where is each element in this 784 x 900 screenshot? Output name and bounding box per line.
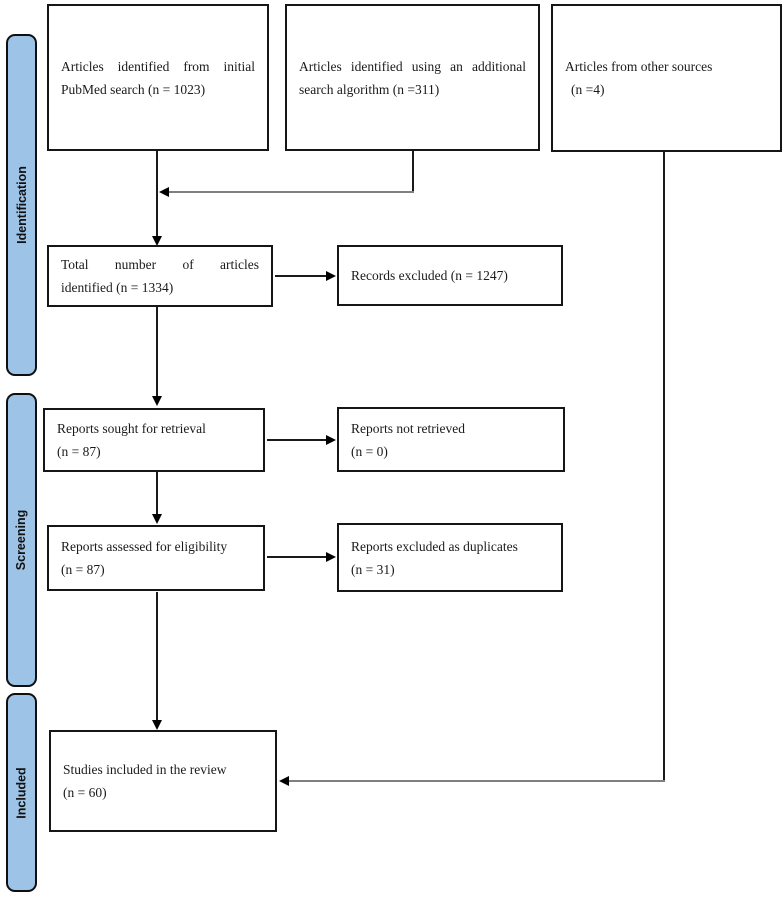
stage-label-included: Included <box>6 693 37 892</box>
box-text-line: PubMed search (n = 1023) <box>61 81 206 97</box>
arrowhead-down-included <box>152 720 162 730</box>
box-text-line: identified (n = 1334) <box>61 280 174 295</box>
box-records-excluded: Records excluded (n = 1247) <box>337 245 563 306</box>
box-text-line: Studies included in the review <box>63 762 227 777</box>
box-text-line: (n = 0) <box>351 443 388 459</box>
stage-label-text: Screening <box>14 509 29 571</box>
stage-label-identification: Identification <box>6 34 37 376</box>
box-additional-algorithm: Articles identified using an additional … <box>285 4 540 151</box>
box-total-identified: Total number of articles identified (n =… <box>47 245 273 307</box>
connector-sought-to-assessed <box>156 472 158 515</box>
box-text-line: (n = 87) <box>61 562 105 577</box>
box-text-line: Total number of articles <box>61 257 259 272</box>
connector-assessed-to-duplicates <box>267 556 327 558</box>
stage-label-screening: Screening <box>6 393 37 687</box>
box-text-line: Articles identified from initial <box>61 58 255 74</box>
arrowhead-left-merge <box>159 187 169 197</box>
arrowhead-down-sought <box>152 396 162 406</box>
box-text-line: (n = 60) <box>63 785 107 800</box>
box-text-line: Reports sought for retrieval <box>57 421 206 436</box>
connector-algorithm-drop <box>412 151 414 193</box>
box-text-line: (n = 87) <box>57 444 101 459</box>
box-text-line: Reports assessed for eligibility <box>61 539 228 554</box>
box-text-line: (n = 31) <box>351 561 395 577</box>
box-text-line: Reports excluded as duplicates <box>351 538 518 554</box>
arrowhead-down-assessed <box>152 514 162 524</box>
connector-total-to-records <box>275 275 327 277</box>
connector-algorithm-elbow <box>169 191 414 193</box>
arrowhead-right-records <box>326 271 336 281</box>
arrowhead-right-notretrieved <box>326 435 336 445</box>
box-other-sources: Articles from other sources (n =4) <box>551 4 782 152</box>
box-text-line: search algorithm (n =311) <box>299 81 440 97</box>
box-studies-included: Studies included in the review (n = 60) <box>49 730 277 832</box>
stage-label-text: Included <box>14 766 29 819</box>
connector-othersources-elbow <box>289 780 665 782</box>
arrowhead-right-duplicates <box>326 552 336 562</box>
connector-total-to-sought <box>156 307 158 397</box>
box-excluded-duplicates: Reports excluded as duplicates (n = 31) <box>337 523 563 592</box>
box-text-line: Records excluded (n = 1247) <box>351 268 508 283</box>
box-reports-not-retrieved: Reports not retrieved (n = 0) <box>337 407 565 472</box>
box-reports-assessed: Reports assessed for eligibility (n = 87… <box>47 525 265 591</box>
arrowhead-down-total <box>152 236 162 246</box>
box-pubmed-search: Articles identified from initial PubMed … <box>47 4 269 151</box>
box-text-line: (n =4) <box>571 82 605 97</box>
connector-sought-to-notretrieved <box>267 439 327 441</box>
connector-assessed-to-included <box>156 592 158 721</box>
arrowhead-left-included <box>279 776 289 786</box>
box-text-line: Reports not retrieved <box>351 420 465 436</box>
stage-label-text: Identification <box>14 166 29 244</box>
box-text-line: Articles identified using an additional <box>299 58 526 74</box>
connector-othersources-drop <box>663 152 665 781</box>
box-reports-sought: Reports sought for retrieval (n = 87) <box>43 408 265 472</box>
box-text-line: Articles from other sources <box>565 59 713 74</box>
connector-pubmed-to-total <box>156 151 158 237</box>
